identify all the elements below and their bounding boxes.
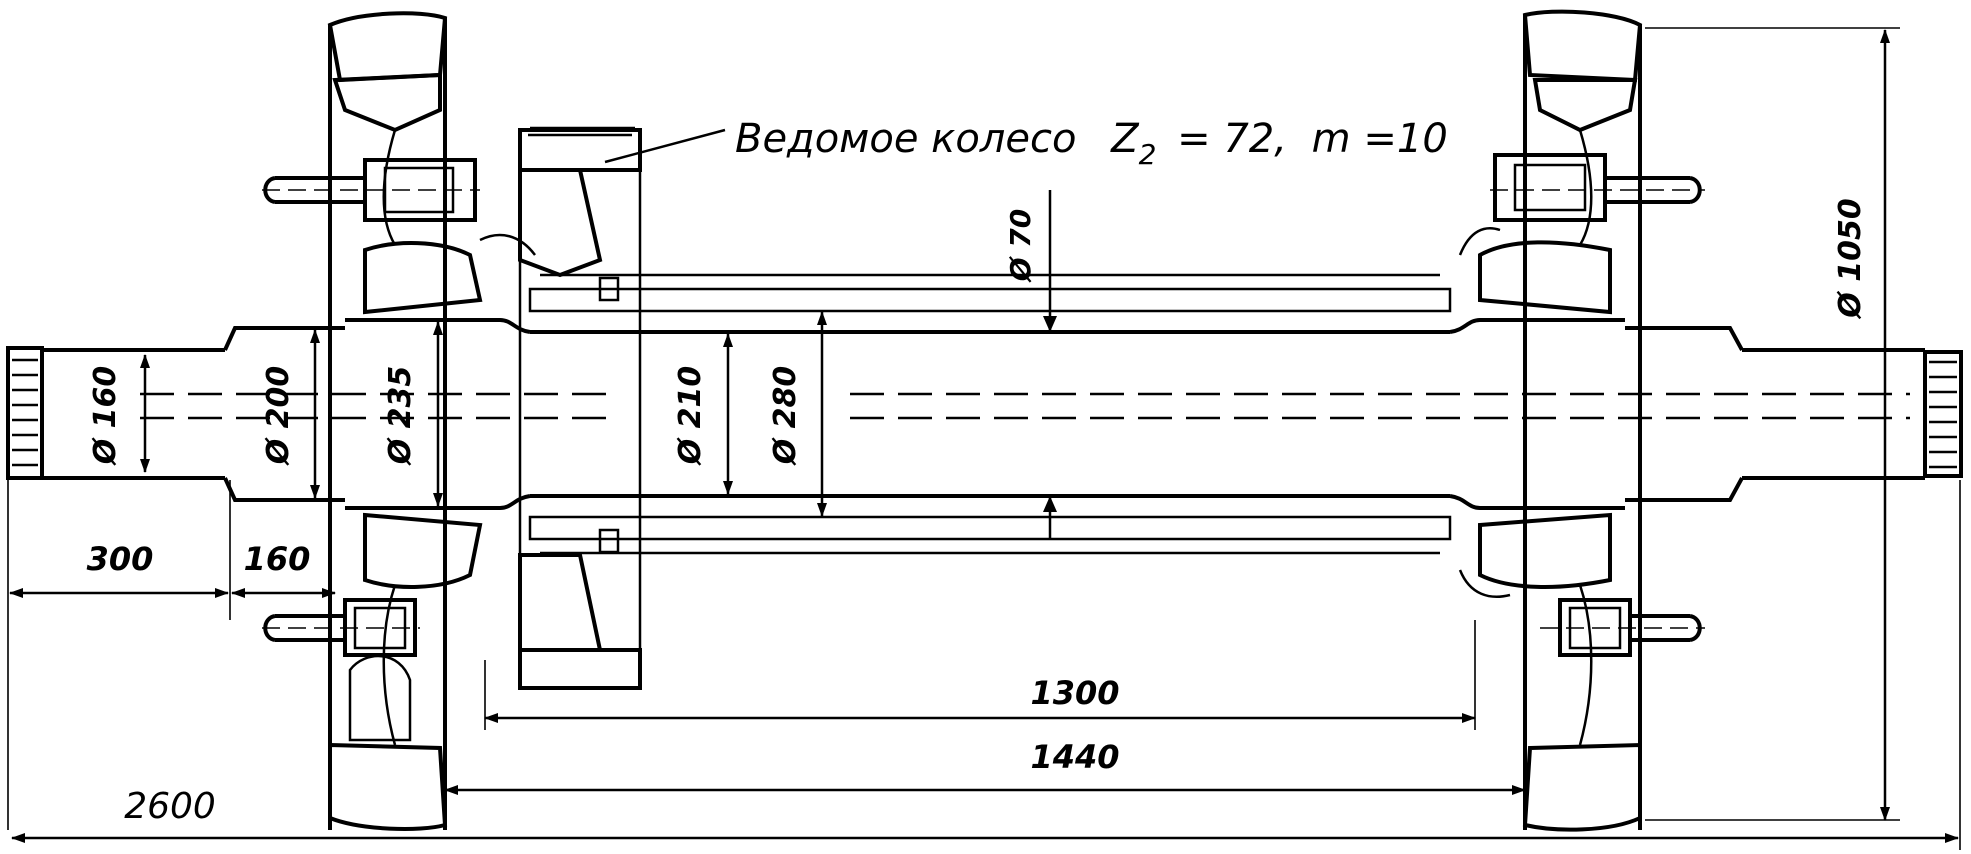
caption: Ведомое колесо Z2 = 72, m =10	[735, 116, 1448, 174]
left-journal-ribs	[12, 358, 38, 467]
dim-d1050: Ø 1050	[1833, 198, 1868, 319]
dim-len300: 300	[87, 540, 154, 578]
axle-body	[530, 330, 1450, 498]
right-journal-ribs	[1929, 360, 1957, 469]
dim-d280: Ø 280	[768, 366, 803, 467]
dim-len2600: 2600	[124, 786, 216, 827]
dim-d235: Ø 235	[383, 366, 418, 467]
dim-d200: Ø 200	[261, 366, 296, 467]
left-journal	[42, 348, 225, 480]
dim-len1300: 1300	[1030, 674, 1119, 712]
caption-module: m =10	[1312, 116, 1448, 162]
left-hub-upper	[363, 241, 483, 315]
gear-web-bottom	[518, 553, 603, 652]
caption-z-subscript: 2	[1139, 138, 1157, 171]
right-tire-top	[1522, 9, 1643, 83]
right-hub-lower	[1478, 512, 1612, 589]
left-wheel-seat	[345, 318, 500, 510]
dim-d160: Ø 160	[88, 366, 123, 467]
axle-center-dashes	[140, 392, 1910, 420]
axle	[6, 318, 1963, 510]
dim-d70: Ø 70	[1004, 209, 1037, 284]
right-wheel	[1458, 9, 1705, 832]
sleeve-top-wall	[528, 287, 1452, 313]
gear-rim-bottom	[518, 648, 642, 690]
dim-len1440: 1440	[1030, 738, 1119, 776]
dim-d210: Ø 210	[673, 366, 708, 467]
dimension-labels: Ø 160 Ø 200 Ø 235 Ø 210 Ø 280 Ø 70 Ø 105…	[87, 198, 1868, 827]
dimension-lines	[7, 27, 1961, 850]
left-wheel	[262, 11, 483, 832]
driven-gear	[479, 126, 642, 690]
caption-z-symbol: Z	[1110, 116, 1140, 162]
left-journal-end	[6, 346, 44, 480]
caption-z-value: = 72,	[1177, 116, 1287, 162]
right-hub-upper	[1478, 240, 1612, 315]
right-journal	[1742, 348, 1925, 480]
right-bolt-housing-top	[1493, 153, 1607, 222]
hollow-sleeve	[528, 273, 1452, 555]
left-tire-top	[327, 11, 448, 83]
gear-web-top	[518, 168, 603, 278]
right-tire-bottom	[1522, 742, 1642, 832]
left-tire-bottom	[328, 742, 448, 832]
right-wheel-seat	[1480, 318, 1625, 510]
svg-text:Ведомое колесо Z2: Ведомое колесо Z2 = 72, m =10	[735, 116, 1448, 174]
sleeve-bottom-wall	[528, 515, 1452, 541]
right-journal-end	[1923, 350, 1963, 478]
left-hub-lower	[363, 512, 483, 589]
dim-len160: 160	[244, 540, 311, 578]
caption-text: Ведомое колесо	[735, 116, 1076, 162]
